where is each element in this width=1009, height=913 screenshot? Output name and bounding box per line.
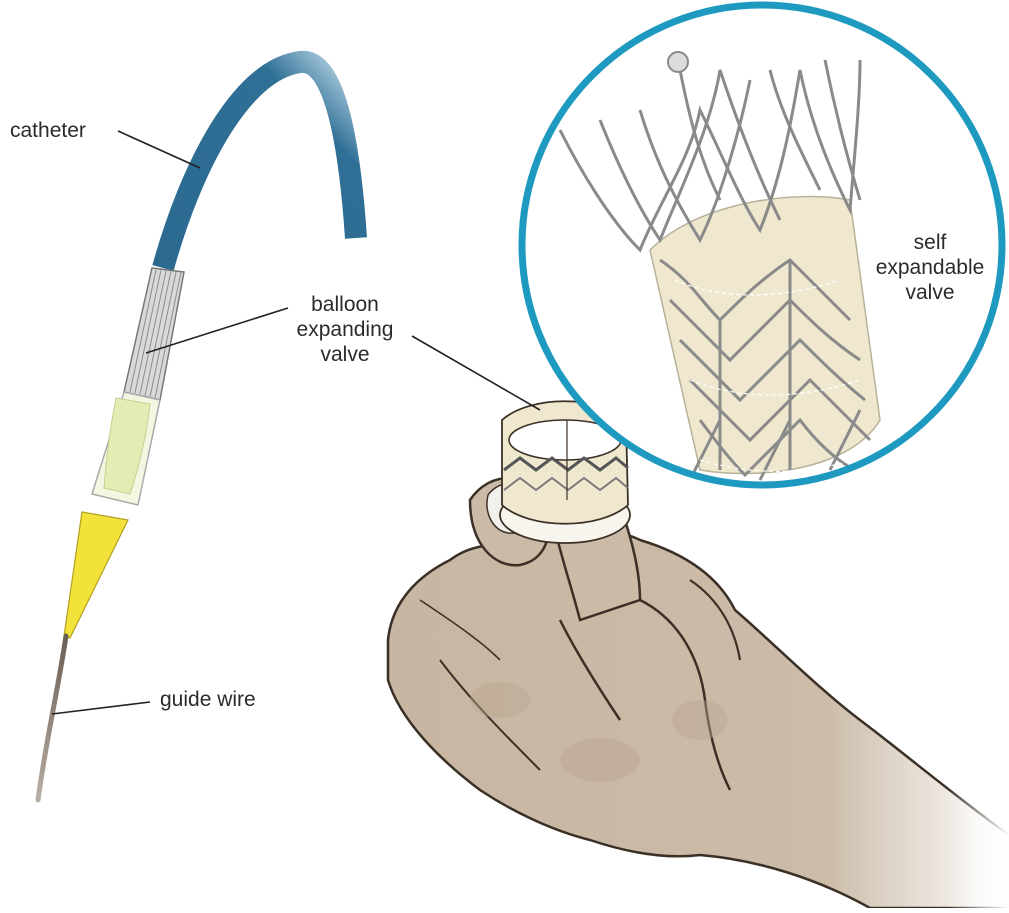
guide-wire-leader bbox=[52, 702, 150, 714]
balloon-label-line-2: expanding bbox=[280, 317, 410, 342]
balloon-label-line-3: valve bbox=[280, 342, 410, 367]
balloon-label-line-1: balloon bbox=[280, 292, 410, 317]
self-label-line-2: expandable bbox=[875, 255, 985, 280]
self-label-line-1: self bbox=[875, 230, 985, 255]
hand-illustration bbox=[388, 458, 1009, 908]
self-label-line-3: valve bbox=[875, 280, 985, 305]
balloon-valve-leader-2 bbox=[412, 336, 540, 410]
balloon-expanding-valve-label: balloon expanding valve bbox=[280, 292, 410, 367]
catheter-leader bbox=[118, 131, 200, 168]
guide-wire-label: guide wire bbox=[160, 687, 256, 712]
catheter-label: catheter bbox=[10, 118, 86, 143]
self-expandable-valve-label: self expandable valve bbox=[875, 230, 985, 305]
